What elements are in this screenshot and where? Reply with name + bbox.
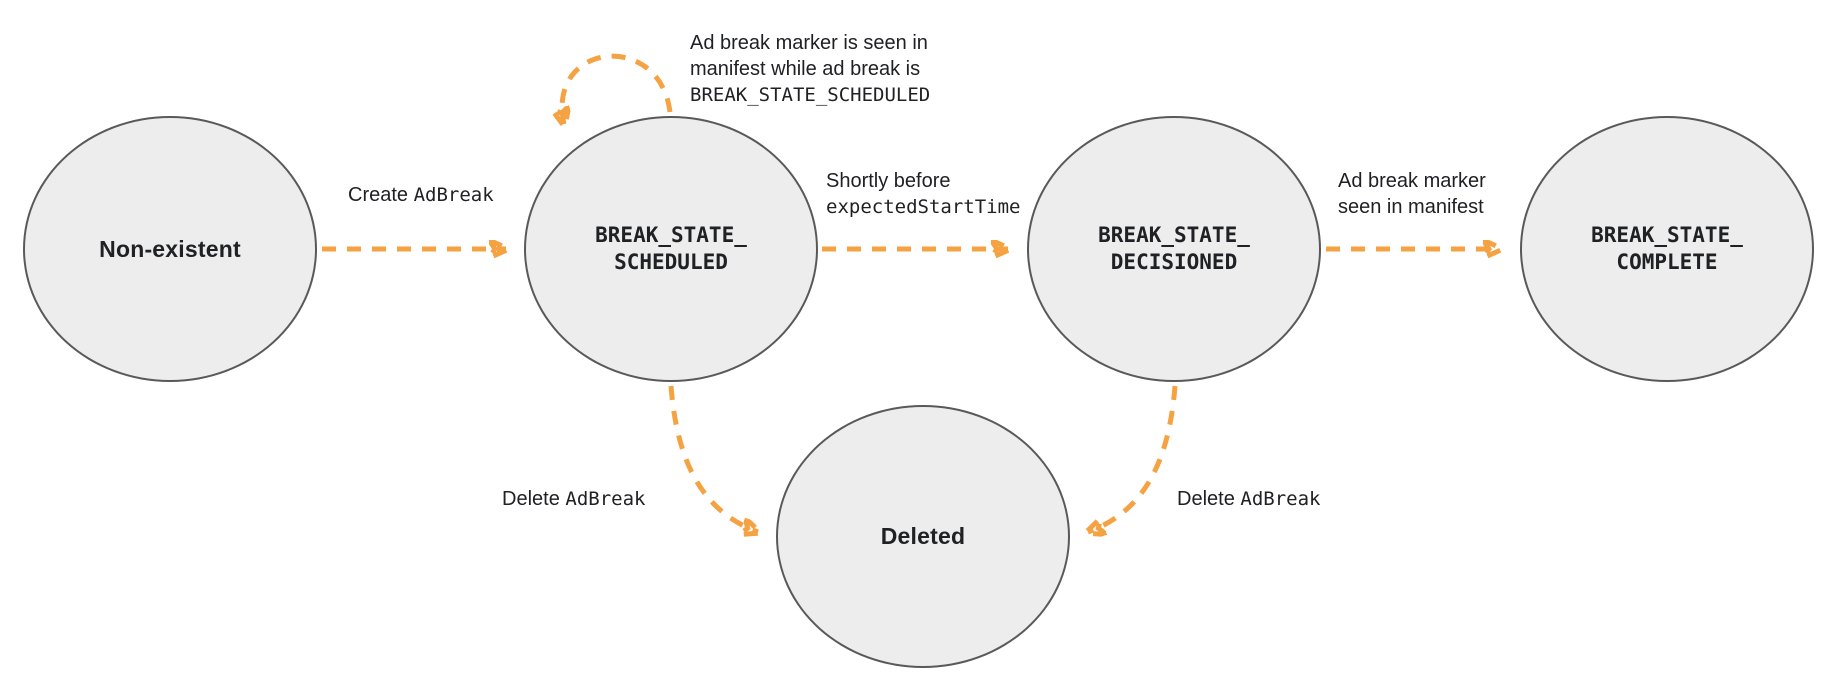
arrow-delete-left [668, 385, 758, 532]
state-scheduled-label-line2: SCHEDULED [614, 250, 728, 274]
label-self-loop-line2: manifest while ad break is [690, 58, 921, 80]
label-delete-adbreak-right: Delete AdBreak [1177, 486, 1320, 512]
label-marker-seen-line2: seen in manifest [1338, 196, 1484, 218]
state-scheduled-label-line1: BREAK_STATE_ [595, 223, 747, 247]
state-break-state-complete: BREAK_STATE_ COMPLETE [1520, 116, 1814, 382]
label-self-loop-code: BREAK_STATE_SCHEDULED [690, 84, 931, 106]
state-non-existent: Non-existent [23, 116, 317, 382]
label-shortly-before-text: Shortly before [826, 170, 951, 192]
label-create-adbreak-text: Create [348, 184, 414, 206]
state-complete-label-line1: BREAK_STATE_ [1591, 223, 1743, 247]
label-delete-left-text: Delete [502, 488, 566, 510]
label-delete-adbreak-left: Delete AdBreak [502, 486, 645, 512]
label-create-adbreak: Create AdBreak [348, 182, 494, 208]
label-shortly-before-code: expectedStartTime [826, 196, 1021, 218]
label-create-adbreak-code: AdBreak [413, 184, 494, 206]
label-marker-seen-line1: Ad break marker [1338, 170, 1486, 192]
label-self-loop-line1: Ad break marker is seen in [690, 32, 928, 54]
label-shortly-before: Shortly before expectedStartTime [826, 168, 1020, 220]
state-deleted-label: Deleted [880, 523, 966, 549]
label-marker-seen: Ad break marker seen in manifest [1338, 168, 1486, 220]
state-break-state-scheduled: BREAK_STATE_ SCHEDULED [524, 116, 818, 382]
arrow-delete-right [1088, 385, 1178, 532]
label-delete-right-text: Delete [1177, 488, 1241, 510]
state-break-state-decisioned: BREAK_STATE_ DECISIONED [1027, 116, 1321, 382]
label-self-loop: Ad break marker is seen in manifest whil… [690, 30, 930, 108]
state-deleted: Deleted [776, 405, 1070, 668]
state-non-existent-label: Non-existent [99, 235, 241, 262]
state-decisioned-label-line1: BREAK_STATE_ [1098, 223, 1250, 247]
arrow-self-loop-scheduled [562, 53, 673, 124]
label-delete-right-code: AdBreak [1240, 488, 1321, 510]
label-delete-left-code: AdBreak [565, 488, 646, 510]
state-complete-label-line2: COMPLETE [1616, 250, 1718, 274]
state-decisioned-label-line2: DECISIONED [1110, 250, 1238, 274]
